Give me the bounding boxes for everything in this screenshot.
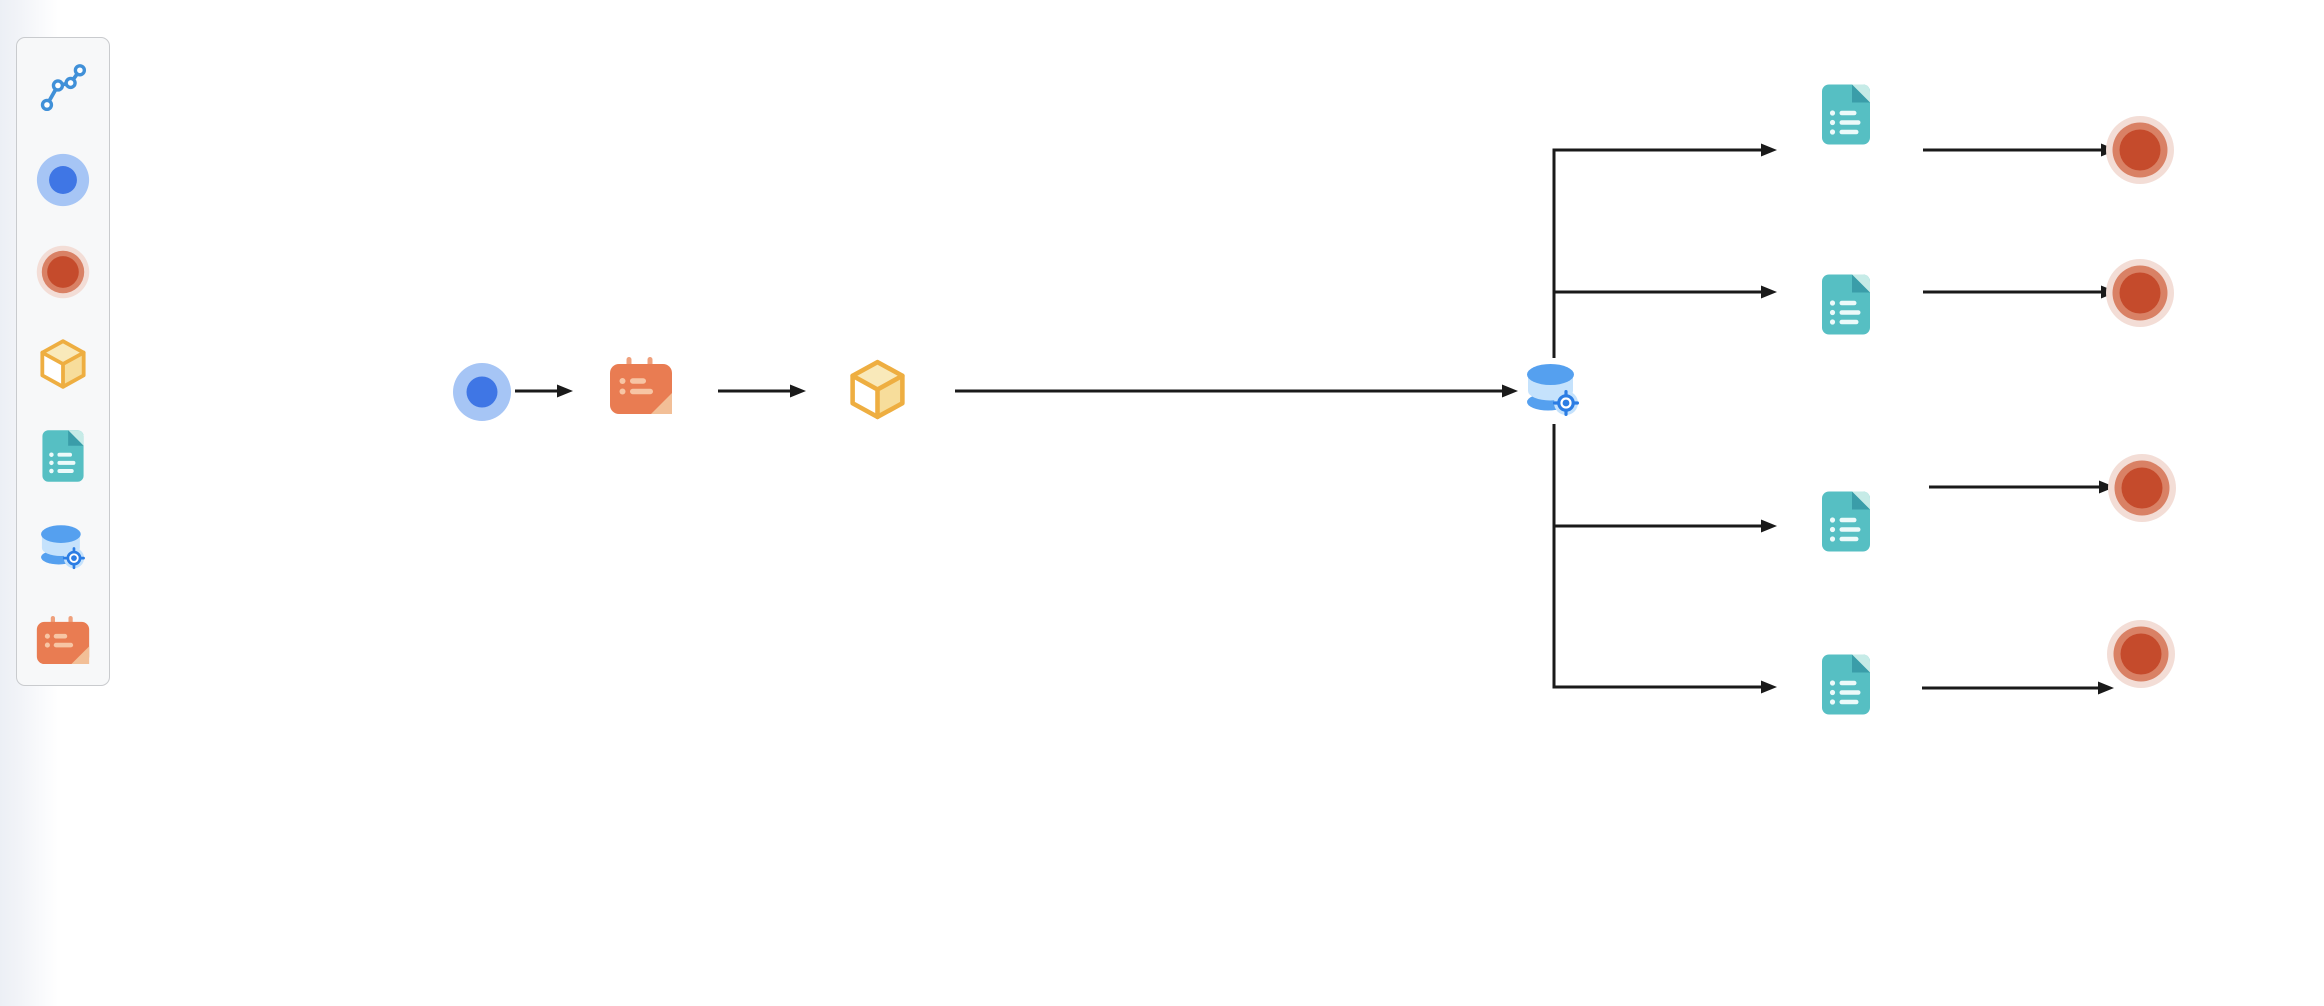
arrowhead xyxy=(1761,143,1777,157)
palette-item-schedule[interactable] xyxy=(36,613,90,667)
database-target-icon xyxy=(1521,359,1585,423)
arrowhead xyxy=(1761,519,1777,533)
node-schedule[interactable] xyxy=(609,355,673,416)
end-circle-icon xyxy=(2107,453,2177,523)
palette-item-database[interactable] xyxy=(36,521,90,575)
node-end-3[interactable] xyxy=(2107,453,2177,523)
palette-item-connector[interactable] xyxy=(36,61,90,115)
edge-database-to-document-1[interactable] xyxy=(1552,143,1777,359)
polyline-connector-icon xyxy=(36,61,90,115)
node-end-2[interactable] xyxy=(2105,258,2175,328)
cube-icon xyxy=(36,337,90,391)
document-list-icon xyxy=(1820,490,1872,553)
palette-item-end-event[interactable] xyxy=(36,245,90,299)
edge-database-to-document-2[interactable] xyxy=(1554,285,1777,299)
database-target-icon xyxy=(36,521,90,575)
palette-item-document[interactable] xyxy=(36,429,90,483)
arrowhead xyxy=(1761,285,1777,299)
end-circle-icon xyxy=(2106,619,2176,689)
edge-package-to-database[interactable] xyxy=(955,384,1518,398)
document-list-icon xyxy=(1820,273,1872,336)
node-document-2[interactable] xyxy=(1820,273,1872,336)
document-list-icon xyxy=(36,429,90,483)
node-document-1[interactable] xyxy=(1820,83,1872,146)
edge-database-to-document-4[interactable] xyxy=(1552,424,1777,694)
palette-item-start-event[interactable] xyxy=(36,153,90,207)
node-document-4[interactable] xyxy=(1820,653,1872,716)
node-package[interactable] xyxy=(844,357,911,422)
edge-database-to-document-3[interactable] xyxy=(1554,519,1777,533)
calendar-notes-icon xyxy=(36,613,90,667)
node-end-4[interactable] xyxy=(2106,619,2176,689)
calendar-notes-icon xyxy=(609,355,673,416)
arrowhead xyxy=(2098,681,2114,695)
start-circle-icon xyxy=(452,362,512,422)
end-circle-icon xyxy=(36,245,90,299)
arrowhead xyxy=(1502,384,1518,398)
node-start[interactable] xyxy=(452,362,512,422)
edge-start-to-schedule[interactable] xyxy=(515,384,573,398)
node-database[interactable] xyxy=(1521,359,1585,423)
cube-icon xyxy=(844,357,911,422)
end-circle-icon xyxy=(2105,115,2175,185)
document-list-icon xyxy=(1820,83,1872,146)
end-circle-icon xyxy=(2105,258,2175,328)
start-circle-icon xyxy=(36,153,90,207)
arrowhead xyxy=(2099,480,2115,494)
arrowhead xyxy=(557,384,573,398)
edge-document-4-to-end-4[interactable] xyxy=(1922,681,2114,695)
document-list-icon xyxy=(1820,653,1872,716)
node-end-1[interactable] xyxy=(2105,115,2175,185)
shape-palette xyxy=(16,37,110,686)
arrowhead xyxy=(790,384,806,398)
node-document-3[interactable] xyxy=(1820,490,1872,553)
edge-document-3-to-end-3[interactable] xyxy=(1929,480,2115,494)
arrowhead xyxy=(1761,680,1777,694)
palette-item-package[interactable] xyxy=(36,337,90,391)
edge-schedule-to-package[interactable] xyxy=(718,384,806,398)
